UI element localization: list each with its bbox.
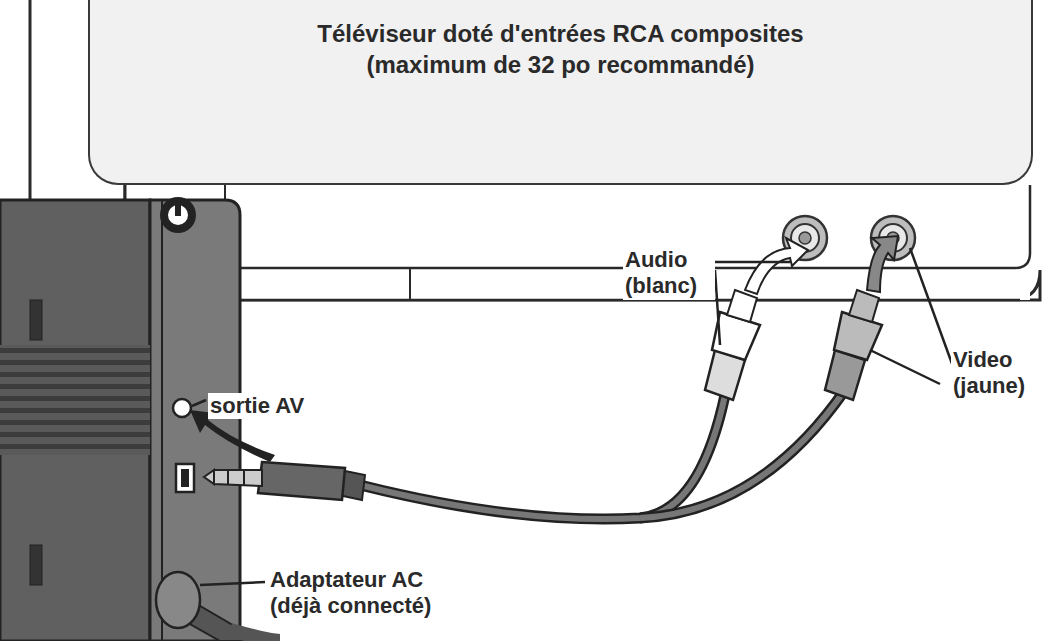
tv-line bbox=[409, 268, 411, 300]
tv-screen: Téléviseur doté d'entrées RCA composites… bbox=[88, 0, 1033, 185]
part-label: Audio (blanc) bbox=[623, 247, 715, 300]
leader-line bbox=[192, 248, 955, 585]
insert-arrow bbox=[867, 236, 898, 292]
tv-stand bbox=[125, 180, 1040, 300]
rca-plug-white bbox=[705, 290, 760, 400]
tv-base bbox=[125, 180, 1030, 300]
part-label: Video (jaune) bbox=[951, 347, 1047, 400]
av-cable bbox=[204, 390, 845, 519]
part-label: Adaptateur AC (déjà connecté) bbox=[268, 567, 462, 620]
insert-arrow bbox=[745, 238, 808, 294]
part-label: sortie AV bbox=[208, 393, 306, 419]
ac-adapter-plug bbox=[156, 572, 280, 641]
rca-plug-yellow bbox=[825, 290, 882, 400]
tv-title: Téléviseur doté d'entrées RCA composites… bbox=[301, 18, 821, 80]
